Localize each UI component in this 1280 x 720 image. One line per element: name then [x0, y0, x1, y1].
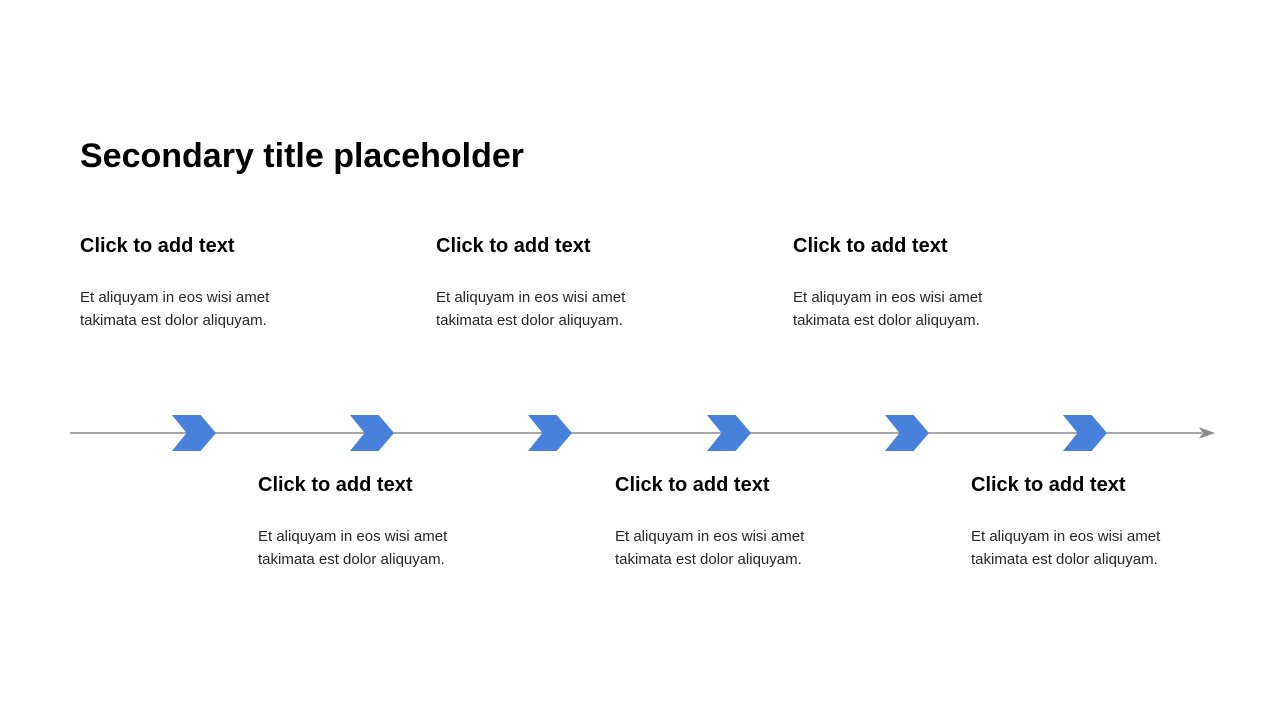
text-placeholder-top-2[interactable]: Click to add text Et aliquyam in eos wis… — [436, 234, 746, 332]
text-placeholder-heading: Click to add text — [80, 235, 235, 257]
text-placeholder-bottom-1[interactable]: Click to add text Et aliquyam in eos wis… — [258, 473, 568, 571]
text-placeholder-bottom-3[interactable]: Click to add text Et aliquyam in eos wis… — [971, 473, 1280, 571]
text-placeholder-heading: Click to add text — [793, 235, 948, 257]
text-placeholder-body: Et aliquyam in eos wisi amet takimata es… — [436, 289, 626, 329]
text-placeholder-body: Et aliquyam in eos wisi amet takimata es… — [793, 289, 983, 329]
timeline-axis — [70, 427, 1215, 439]
timeline-arrowhead-icon — [1199, 427, 1215, 439]
text-placeholder-top-1[interactable]: Click to add text Et aliquyam in eos wis… — [80, 234, 390, 332]
text-placeholder-bottom-2[interactable]: Click to add text Et aliquyam in eos wis… — [615, 473, 925, 571]
text-placeholder-heading: Click to add text — [258, 474, 413, 496]
text-placeholder-body: Et aliquyam in eos wisi amet takimata es… — [615, 528, 805, 568]
text-placeholder-body: Et aliquyam in eos wisi amet takimata es… — [971, 528, 1161, 568]
text-placeholder-heading: Click to add text — [971, 474, 1126, 496]
text-placeholder-top-3[interactable]: Click to add text Et aliquyam in eos wis… — [793, 234, 1103, 332]
text-placeholder-heading: Click to add text — [615, 474, 770, 496]
text-placeholder-heading: Click to add text — [436, 235, 591, 257]
text-placeholder-body: Et aliquyam in eos wisi amet takimata es… — [80, 289, 270, 329]
text-placeholder-body: Et aliquyam in eos wisi amet takimata es… — [258, 528, 448, 568]
slide-title[interactable]: Secondary title placeholder — [80, 137, 525, 175]
